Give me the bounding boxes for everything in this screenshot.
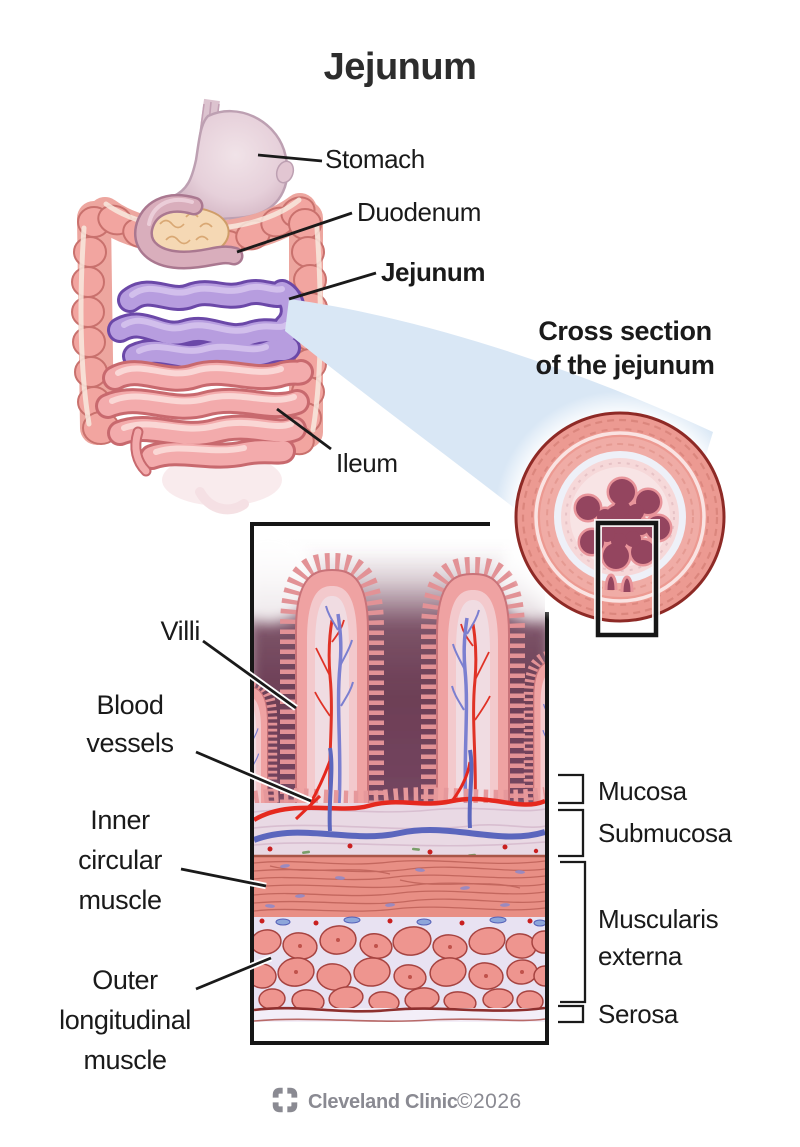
rectum-ghost-shape (162, 454, 282, 515)
label-serosa: Serosa (598, 999, 678, 1029)
footer-copyright: ©2026 (457, 1090, 522, 1113)
label-submucosa: Submucosa (598, 818, 732, 848)
label-mucosa: Mucosa (598, 776, 687, 806)
serosa-layer (254, 1006, 545, 1022)
ileum-coils-shape (95, 359, 314, 477)
label-duodenum: Duodenum (357, 197, 481, 227)
outer-longitudinal-muscle-layer (254, 916, 545, 1013)
digestive-tract-illustration (71, 98, 328, 515)
label-outer-longitudinal-muscle: Outer longitudinal muscle (59, 965, 191, 1075)
blue-vessel (254, 827, 545, 843)
inner-circular-muscle-layer (254, 854, 545, 917)
footer-brand: Cleveland Clinic (308, 1091, 458, 1113)
label-jejunum: Jejunum (381, 257, 486, 287)
label-muscularis-externa: Muscularis externa (598, 904, 719, 971)
layer-brackets (558, 773, 587, 1024)
submucosa-bracket (558, 808, 585, 858)
label-stomach: Stomach (325, 144, 425, 174)
duodenal-bulb-shape (275, 160, 295, 184)
detail-leader-lines (180, 638, 313, 993)
cross-section-circle (494, 391, 746, 643)
organ-leader-lines (236, 153, 377, 451)
serosa-bracket (558, 1004, 585, 1024)
muscularis-bracket (560, 860, 587, 1004)
cross-section-detail (250, 522, 549, 1045)
page-title: Jejunum (323, 46, 477, 88)
submucosa-layer (254, 747, 545, 857)
detail-frame-border (250, 522, 549, 1045)
label-inner-circular-muscle: Inner circular muscle (78, 805, 162, 915)
leader-lines (180, 153, 377, 993)
label-villi: Villi (160, 616, 200, 646)
duodenum-shape (133, 193, 244, 270)
label-ileum: Ileum (336, 448, 398, 478)
cleveland-clinic-logo-icon (272, 1087, 298, 1113)
jejunum-coils-shape (107, 279, 306, 370)
highlight-box (594, 519, 660, 639)
label-blood-vessels: Blood vessels (86, 690, 174, 758)
lumen-star (573, 476, 673, 593)
cross-section-caption: Cross section of the jejunum (535, 316, 715, 380)
mucosa-bracket (558, 773, 585, 805)
